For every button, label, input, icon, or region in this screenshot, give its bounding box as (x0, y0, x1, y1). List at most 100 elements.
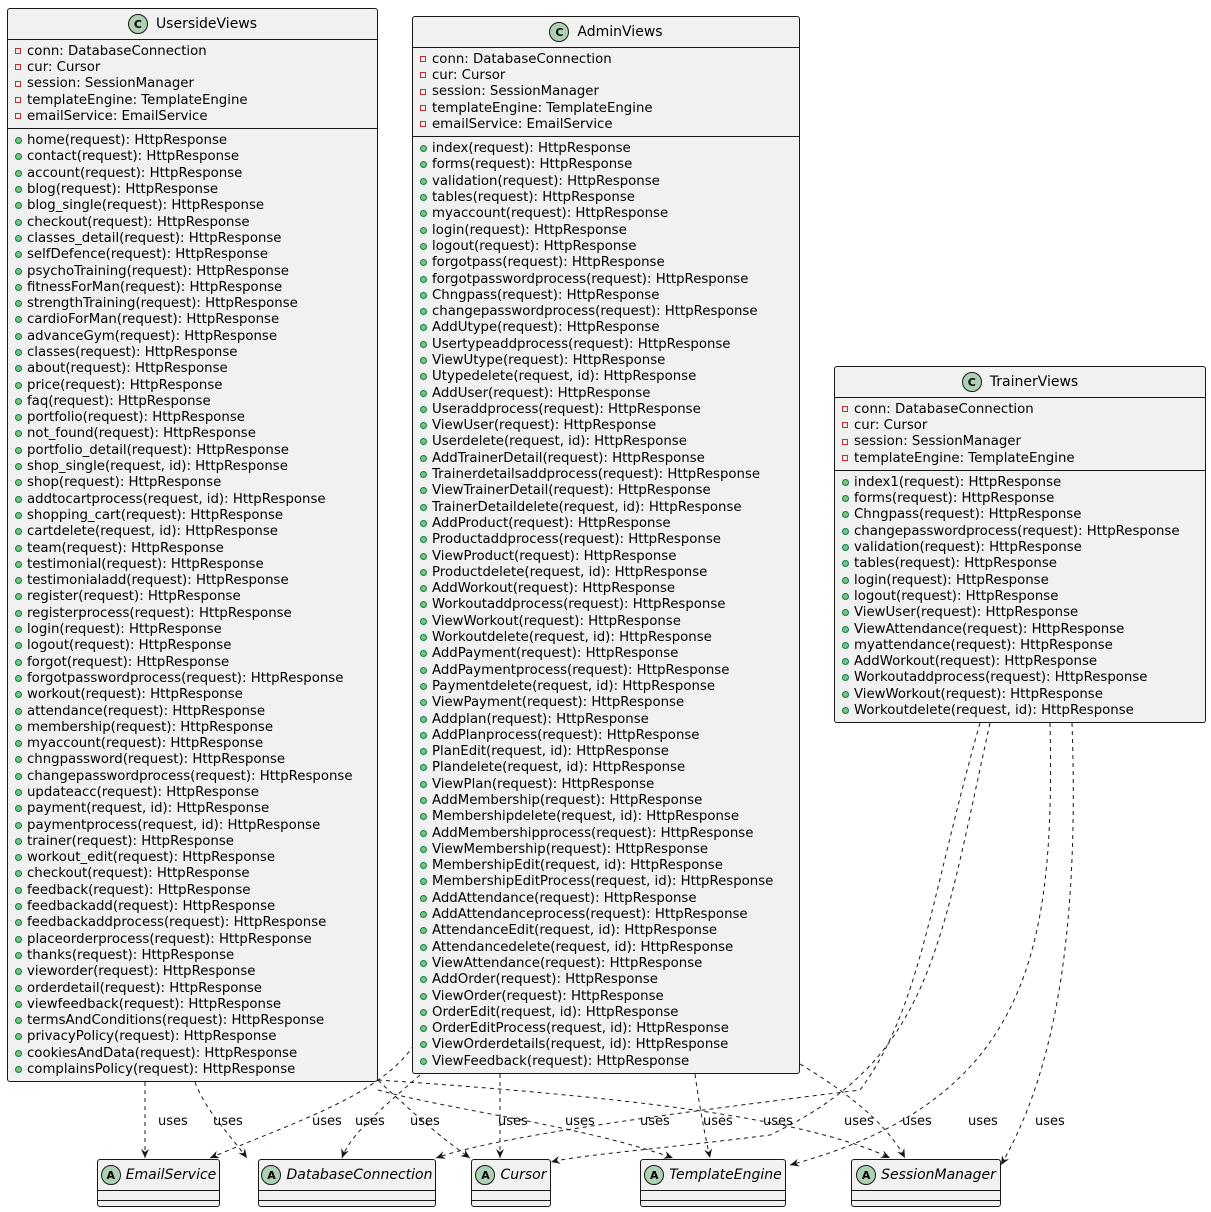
method-text: index1(request): HttpResponse (854, 474, 1062, 490)
method-row: team(request): HttpResponse (14, 540, 377, 556)
method-row: Utypedelete(request, id): HttpResponse (419, 369, 799, 385)
method-row: ViewUser(request): HttpResponse (419, 418, 799, 434)
method-text: addtocartprocess(request, id): HttpRespo… (27, 491, 326, 507)
method-text: Utypedelete(request, id): HttpResponse (432, 369, 697, 385)
method-row: psychoTraining(request): HttpResponse (14, 263, 377, 279)
public-visibility-icon (841, 511, 849, 519)
attribute-row: session: SessionManager (419, 84, 799, 100)
method-row: ViewOrder(request): HttpResponse (419, 988, 799, 1004)
public-visibility-icon (419, 519, 427, 527)
method-text: Workoutaddprocess(request): HttpResponse (854, 670, 1148, 686)
method-row: Workoutaddprocess(request): HttpResponse (419, 597, 799, 613)
public-visibility-icon (14, 300, 22, 308)
method-row: privacyPolicy(request): HttpResponse (14, 1029, 377, 1045)
public-visibility-icon (14, 1049, 22, 1057)
method-row: forgotpass(request): HttpResponse (419, 255, 799, 271)
method-text: register(request): HttpResponse (27, 589, 241, 605)
abstract-stereotype-icon: A (644, 1165, 665, 1185)
class-name: UsersideViews (155, 16, 258, 32)
public-visibility-icon (419, 943, 427, 951)
private-visibility-icon (419, 121, 427, 128)
method-row: Userdelete(request, id): HttpResponse (419, 434, 799, 450)
public-visibility-icon (419, 356, 427, 364)
method-text: login(request): HttpResponse (27, 622, 222, 638)
method-row: TrainerDetaildelete(request, id): HttpRe… (419, 499, 799, 515)
public-visibility-icon (419, 731, 427, 739)
method-row: shop(request): HttpResponse (14, 475, 377, 491)
method-row: myaccount(request): HttpResponse (419, 206, 799, 222)
attribute-text: session: SessionManager (27, 76, 194, 92)
method-row: home(request): HttpResponse (14, 132, 377, 148)
public-visibility-icon (14, 446, 22, 454)
attribute-text: session: SessionManager (432, 84, 599, 100)
public-visibility-icon (419, 259, 427, 267)
method-row: Chngpass(request): HttpResponse (841, 507, 1205, 523)
method-text: Productdelete(request, id): HttpResponse (432, 564, 708, 580)
method-text: OrderEditProcess(request, id): HttpRespo… (432, 1021, 729, 1037)
public-visibility-icon (841, 706, 849, 714)
method-text: classes(request): HttpResponse (27, 344, 238, 360)
public-visibility-icon (419, 650, 427, 658)
method-row: AddPayment(request): HttpResponse (419, 646, 799, 662)
method-row: forms(request): HttpResponse (841, 490, 1205, 506)
method-text: login(request): HttpResponse (854, 572, 1049, 588)
method-text: trainer(request): HttpResponse (27, 833, 234, 849)
method-text: shopping_cart(request): HttpResponse (27, 507, 284, 523)
method-text: Trainerdetailsaddprocess(request): HttpR… (432, 467, 761, 483)
private-visibility-icon (419, 72, 427, 79)
edge-label-uses: uses (640, 1114, 670, 1129)
method-row: Productdelete(request, id): HttpResponse (419, 564, 799, 580)
method-text: AddMembership(request): HttpResponse (432, 793, 703, 808)
public-visibility-icon (14, 316, 22, 324)
method-row: checkout(request): HttpResponse (14, 866, 377, 882)
method-row: about(request): HttpResponse (14, 361, 377, 377)
method-row: logout(request): HttpResponse (841, 588, 1205, 604)
method-row: index1(request): HttpResponse (841, 474, 1205, 490)
class-stereotype-icon: C (549, 22, 570, 42)
class-name: AdminViews (577, 24, 663, 40)
method-row: AddAttendanceprocess(request): HttpRespo… (419, 906, 799, 922)
dependency-edge (789, 722, 1052, 1167)
method-row: viewfeedback(request): HttpResponse (14, 996, 377, 1012)
method-text: team(request): HttpResponse (27, 540, 224, 556)
public-visibility-icon (14, 740, 22, 748)
method-row: AttendanceEdit(request, id): HttpRespons… (419, 923, 799, 939)
private-visibility-icon (841, 406, 849, 413)
edge-label-uses: uses (410, 1114, 440, 1129)
edge-label-uses: uses (498, 1114, 528, 1129)
public-visibility-icon (14, 1066, 22, 1074)
method-text: ViewWorkout(request): HttpResponse (854, 686, 1103, 702)
method-text: faq(request): HttpResponse (27, 393, 211, 409)
public-visibility-icon (841, 576, 849, 584)
method-text: ViewOrderdetails(request, id): HttpRespo… (432, 1037, 729, 1053)
method-row: ViewWorkout(request): HttpResponse (841, 686, 1205, 702)
method-text: payment(request, id): HttpResponse (27, 801, 270, 817)
method-row: vieworder(request): HttpResponse (14, 964, 377, 980)
method-text: forgotpass(request): HttpResponse (432, 255, 665, 271)
method-row: contact(request): HttpResponse (14, 149, 377, 165)
method-text: updateacc(request): HttpResponse (27, 785, 259, 800)
public-visibility-icon (419, 992, 427, 1000)
method-row: myattendance(request): HttpResponse (841, 637, 1205, 653)
method-row: Productaddprocess(request): HttpResponse (419, 532, 799, 548)
method-row: Addplan(request): HttpResponse (419, 711, 799, 727)
method-row: validation(request): HttpResponse (841, 539, 1205, 555)
attribute-row: conn: DatabaseConnection (419, 51, 799, 67)
class-header: C AdminViews (413, 17, 799, 48)
method-row: Useraddprocess(request): HttpResponse (419, 401, 799, 417)
private-visibility-icon (14, 80, 22, 87)
method-row: validation(request): HttpResponse (419, 173, 799, 189)
method-text: changepasswordprocess(request): HttpResp… (27, 768, 353, 784)
method-text: shop(request): HttpResponse (27, 475, 222, 491)
method-text: Chngpass(request): HttpResponse (854, 507, 1082, 523)
method-row: shop_single(request, id): HttpResponse (14, 458, 377, 474)
